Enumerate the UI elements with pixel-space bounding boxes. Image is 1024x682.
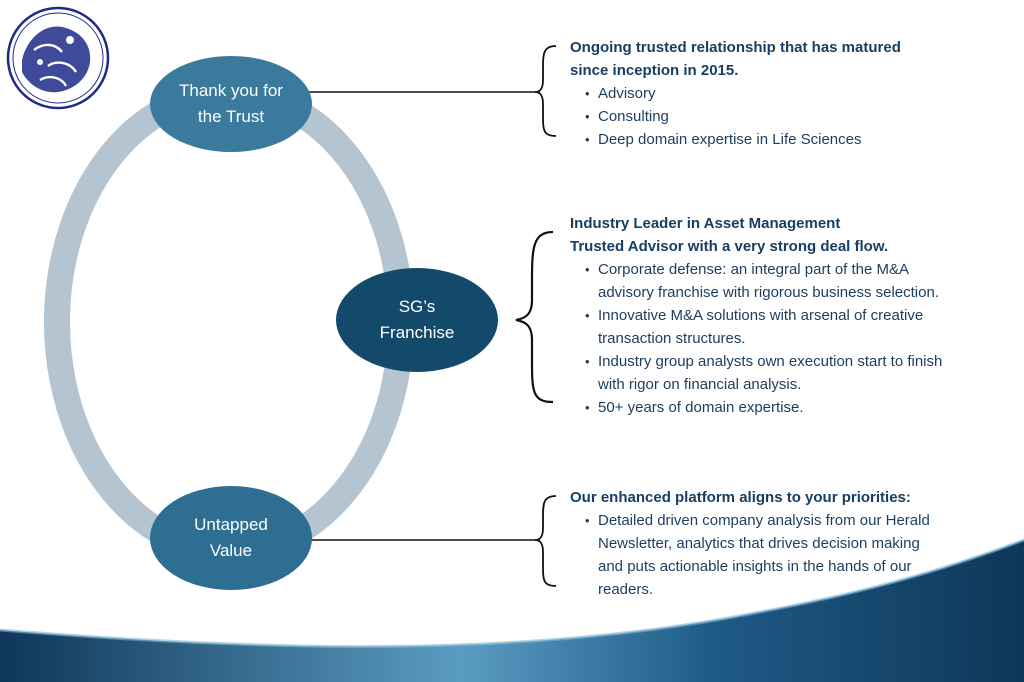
node-thank-you: Thank you for the Trust [150, 56, 312, 152]
node-thank-you-label: Thank you for the Trust [179, 81, 283, 126]
text-block-franchise: Industry Leader in Asset Management Trus… [570, 212, 1010, 419]
footer-wave-white-band [0, 520, 1024, 634]
bullet-list: Detailed driven company analysis from ou… [570, 509, 1000, 601]
block-heading: Trusted Advisor with a very strong deal … [570, 238, 889, 255]
bullet-item: Advisory [585, 82, 1000, 105]
block-heading: Industry Leader in Asset Management [570, 215, 841, 232]
bullet-line: readers. [598, 581, 654, 598]
bullet-line: 50+ years of domain expertise. [598, 399, 804, 416]
bullet-line: Deep domain expertise in Life Sciences [598, 131, 862, 148]
bullet-line: advisory franchise with rigorous busines… [598, 284, 939, 301]
node-franchise-label: SG’s Franchise [379, 297, 455, 342]
brace-middle [515, 230, 554, 404]
bullet-line: Corporate defense: an integral part of t… [598, 261, 910, 278]
bullet-item: Innovative M&A solutions with arsenal of… [585, 304, 1010, 350]
brace-top [534, 45, 557, 137]
node-franchise: SG’s Franchise [336, 268, 498, 372]
brace-bottom [534, 495, 557, 587]
bullet-item: Detailed driven company analysis from ou… [585, 509, 1000, 601]
bullet-line: Consulting [598, 108, 669, 125]
footer-wave-dark [0, 540, 1024, 682]
bullet-line: Innovative M&A solutions with arsenal of… [598, 307, 924, 324]
bullet-line: Detailed driven company analysis from ou… [598, 512, 930, 529]
block-heading: Our enhanced platform aligns to your pri… [570, 489, 911, 506]
bullet-item: Consulting [585, 105, 1000, 128]
node-untapped-value: Untapped Value [150, 486, 312, 590]
bullet-list: Advisory Consulting Deep domain expertis… [570, 82, 1000, 151]
bullet-line: and puts actionable insights in the hand… [598, 558, 912, 575]
bullet-line: Advisory [598, 85, 656, 102]
bullet-line: Industry group analysts own execution st… [598, 353, 943, 370]
text-block-relationship: Ongoing trusted relationship that has ma… [570, 36, 1000, 151]
bullet-item: Corporate defense: an integral part of t… [585, 258, 1010, 304]
bullet-line: transaction structures. [598, 330, 746, 347]
text-block-platform: Our enhanced platform aligns to your pri… [570, 486, 1000, 601]
block-heading: since inception in 2015. [570, 62, 739, 79]
bullet-item: Deep domain expertise in Life Sciences [585, 128, 1000, 151]
node-untapped-value-label: Untapped Value [194, 515, 268, 560]
bullet-item: 50+ years of domain expertise. [585, 396, 1010, 419]
bullet-line: Newsletter, analytics that drives decisi… [598, 535, 920, 552]
block-heading: Ongoing trusted relationship that has ma… [570, 39, 901, 56]
bullet-item: Industry group analysts own execution st… [585, 350, 1010, 396]
bullet-line: with rigor on financial analysis. [598, 376, 802, 393]
bullet-list: Corporate defense: an integral part of t… [570, 258, 1010, 419]
mythological-seal-logo [6, 6, 110, 110]
